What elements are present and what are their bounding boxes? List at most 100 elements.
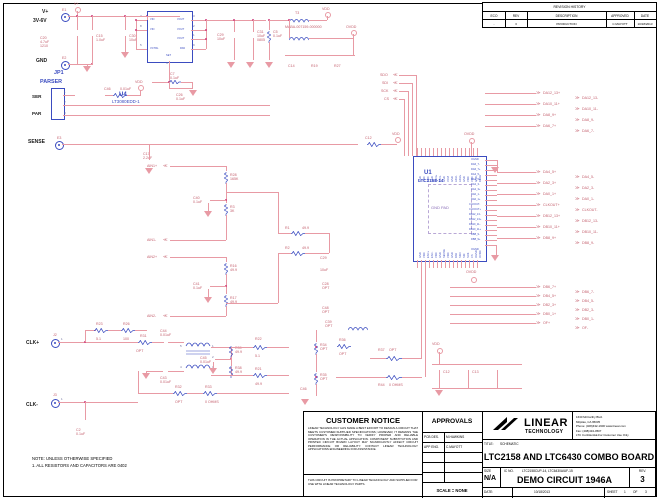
component-ref-r26: R36 xyxy=(339,338,346,342)
wire-ovdd-flag xyxy=(353,34,354,38)
net-label-vdd-bank: VDD xyxy=(432,342,440,346)
port-label-ain2n: AIN2- xyxy=(147,314,157,318)
u1-pin-name-top-3: VDD xyxy=(427,176,430,182)
output-port-da0-1p: DA0_1+ xyxy=(543,192,557,196)
resistor-r35 xyxy=(203,391,217,396)
turret-e2[interactable] xyxy=(61,61,70,70)
u1-pin-name-right-2: DA6_7- xyxy=(471,163,480,166)
u1-pin-name-right-12: DB12_13- xyxy=(469,213,481,216)
net-label-ovdd-bottom: OVDD xyxy=(466,270,477,274)
sheet-border-left xyxy=(3,3,4,497)
notes-block: NOTE: UNLESS OTHERWISE SPECIFIED 1. ALL … xyxy=(32,455,127,469)
gnd-symbol xyxy=(265,62,274,68)
wire-c45 xyxy=(215,359,231,360)
wire-t3-sec-bot xyxy=(211,375,231,376)
pin-label-u4-vout2: VOUT xyxy=(177,28,185,31)
wire-vdd-bank xyxy=(439,352,440,364)
jumper-body-jp1[interactable] xyxy=(51,88,65,120)
port-arrow-sck: ≪ xyxy=(393,88,398,93)
company-name: LINEAR xyxy=(524,417,568,429)
output-port-da10-11n: DA10_11- xyxy=(582,107,598,111)
component-ref-r32: R26 xyxy=(123,322,130,326)
ic-body-u1 xyxy=(413,156,487,262)
junction xyxy=(315,346,317,348)
u1-pin-name-right-18: OGND xyxy=(471,248,479,251)
wire-c41 xyxy=(210,286,226,287)
component-ref-r1: R16 xyxy=(230,264,237,268)
output-port-db8-9n: DB8_9- xyxy=(582,241,595,245)
wire-clkp xyxy=(58,342,138,343)
turret-e1[interactable] xyxy=(61,13,70,22)
u1-pin-name-right-16: DB8_9- xyxy=(471,233,480,236)
wire-c30-bot xyxy=(125,36,126,52)
resistor-r16 xyxy=(223,171,229,184)
turret-j3[interactable] xyxy=(51,399,60,408)
inductor-l5-ferrite xyxy=(289,36,309,41)
output-port-db10-11p: DB10_11+ xyxy=(543,225,560,229)
output-port-ofp: OF+ xyxy=(543,321,551,325)
u1-pin-name-right-1: OGND xyxy=(471,158,479,161)
resistor-r26 xyxy=(337,344,351,349)
title-block: CUSTOMER NOTICE LINEAR TECHNOLOGY HAS MA… xyxy=(303,411,656,498)
component-ref-c45: C45 xyxy=(200,356,207,360)
u1-pin-name-top-9: GND xyxy=(451,176,454,182)
output-port-clkoutp: CLKOUT+ xyxy=(543,203,560,207)
transformer-pin-5: 5 xyxy=(180,344,182,348)
sheet-of-value: 3 xyxy=(645,490,647,494)
u1-pin-name-bot-12: SDI xyxy=(463,253,466,258)
component-ref-c43: C43 xyxy=(160,376,167,380)
wire-u4-out-bus xyxy=(206,20,207,49)
transformer-t3 xyxy=(184,338,218,383)
port-arrow-sdo: ≪ xyxy=(393,72,398,77)
output-port-db4-5p: DB4_5+ xyxy=(543,294,557,298)
gnd-symbol xyxy=(209,368,218,374)
wire-r45-l xyxy=(336,377,386,378)
component-value-c2: 0.1uF xyxy=(76,432,86,436)
revision-row-description: PRODUCTION xyxy=(556,21,577,26)
wire-clkn-dn xyxy=(85,402,86,420)
gnd-symbol xyxy=(491,255,500,261)
output-port-clkoutn: CLKOUT- xyxy=(582,208,598,212)
pin-number-u4-4: 4 xyxy=(166,61,168,65)
address-line-5: LTC Confidential-For Customer Use Only xyxy=(576,433,629,437)
wire-r36-r37 xyxy=(316,330,317,342)
wire-vplus-flag xyxy=(77,11,78,16)
inductor-l7 xyxy=(348,326,368,331)
sheet-number: 1 xyxy=(624,490,626,494)
wire-ovdd-down xyxy=(353,38,354,55)
output-port-db10-11n: DB10_11- xyxy=(582,230,598,234)
resistor-r2 xyxy=(223,294,229,307)
wire-c43-gnd xyxy=(146,371,147,374)
connector-label-gnd: GND xyxy=(36,58,48,64)
output-port-db2-3p: DB2_3+ xyxy=(543,303,557,307)
wire-r16-r17 xyxy=(226,183,227,203)
size-label: SIZE xyxy=(484,469,492,473)
customer-notice-footer: THIS CIRCUIT IS PROPRIETARY TO LINEAR TE… xyxy=(308,478,418,486)
wire-r1-top xyxy=(226,257,227,262)
u1-pin-name-top-12: GND xyxy=(463,176,466,182)
pin-number-u4-5: 5 xyxy=(140,43,142,47)
component-value-c43: 0.01uF xyxy=(160,380,172,384)
net-flag-ovdd-bottom xyxy=(471,277,477,283)
wire-r28-right xyxy=(181,82,193,83)
net-label-vdd-top: VDD xyxy=(322,7,330,11)
turret-j2[interactable] xyxy=(51,339,60,348)
transformer-pin-2: 2 xyxy=(212,355,214,359)
date-label: DATE: xyxy=(484,490,494,494)
component-ref-c2: C2 xyxy=(76,428,81,432)
net-flag-vplus xyxy=(75,7,81,13)
date-value: 10/18/2013 xyxy=(534,490,550,494)
port-arrow-ain1n: ≪ xyxy=(163,237,168,242)
u1-pin-name-bot-11: SDO xyxy=(459,252,462,258)
junction xyxy=(205,29,207,31)
resistor-r27 xyxy=(266,30,272,43)
turret-e3[interactable] xyxy=(55,141,64,150)
wire-c31-bot xyxy=(253,38,254,60)
component-note-c20: 1210 xyxy=(40,44,48,48)
component-ref-r28: C7 xyxy=(170,72,175,76)
wire-r38-r xyxy=(305,233,329,234)
component-value-r26: OPT xyxy=(339,352,347,356)
pin-number-j3: 1 xyxy=(61,397,63,401)
wire-sck xyxy=(399,91,409,92)
component-value-c44: 0.01uF xyxy=(160,333,172,337)
